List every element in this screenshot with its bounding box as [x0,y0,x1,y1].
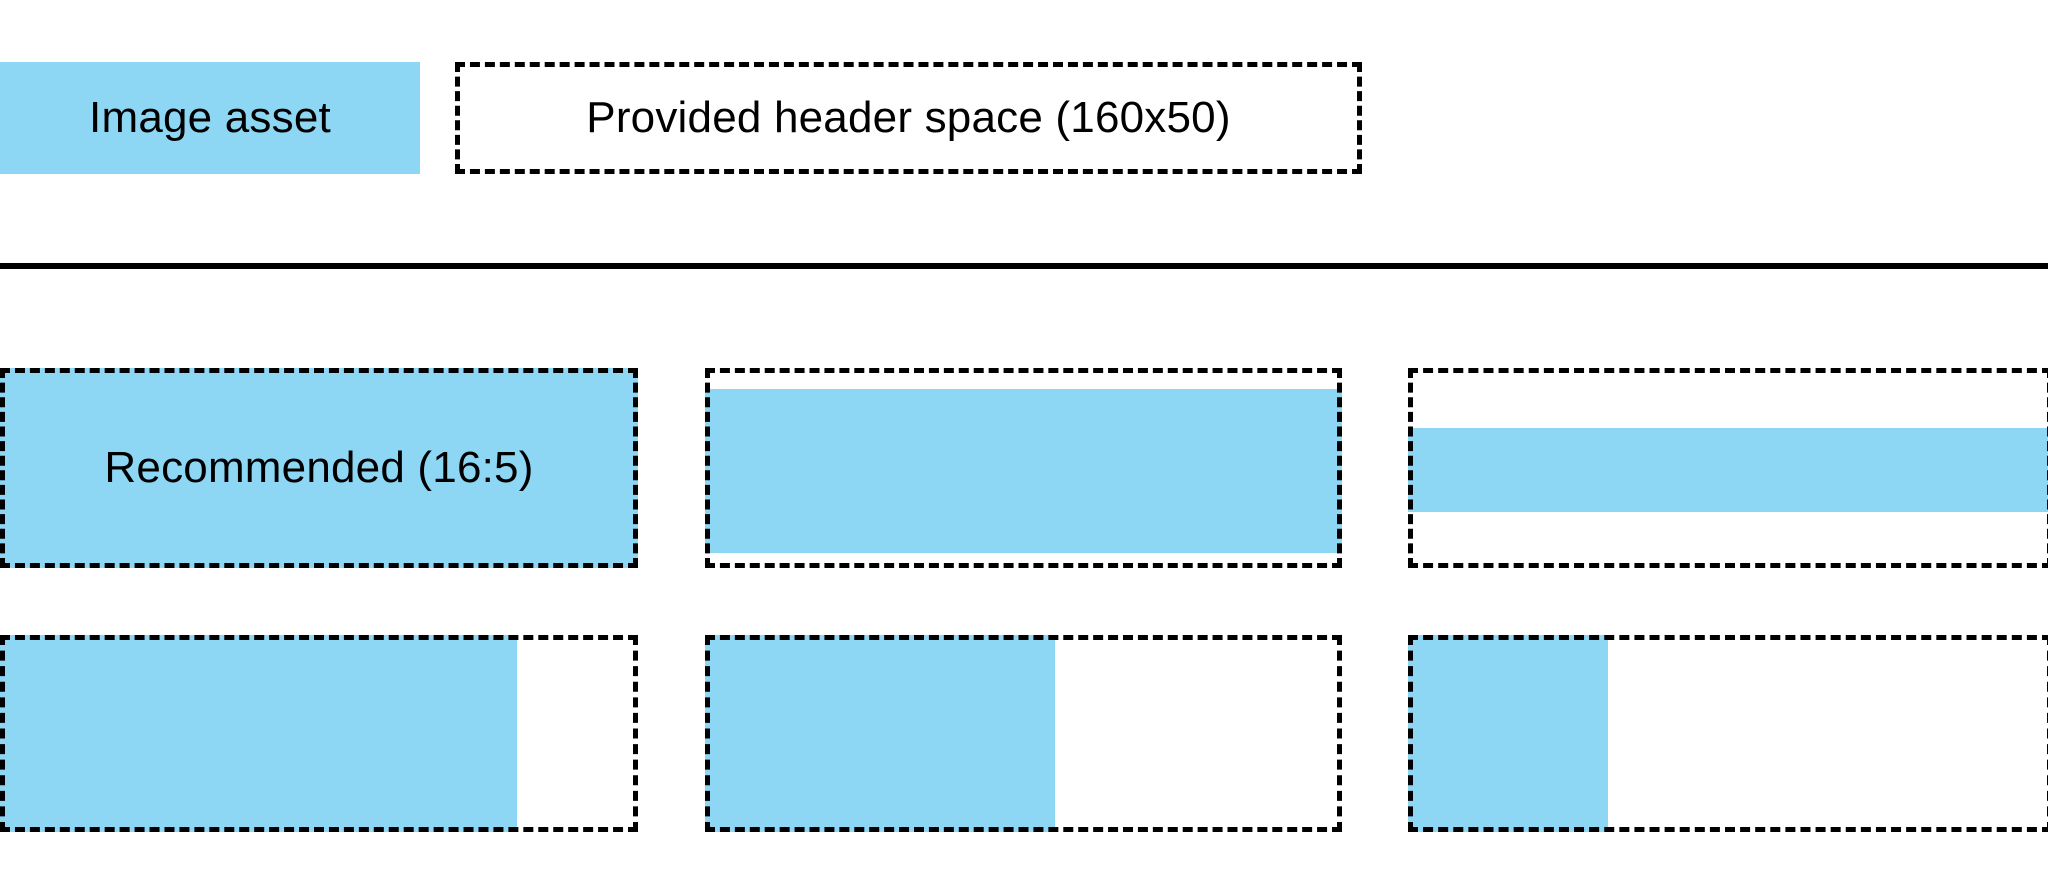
header-space-outline [1408,635,2048,832]
image-asset-fill [0,368,638,568]
example-narrow-31pct-width [1408,635,2048,832]
example-narrow-55pct-width [705,635,1342,832]
header-space-outline [1408,368,2048,568]
legend-header-space-box: Provided header space (160x50) [455,62,1362,174]
legend-image-asset-swatch: Image asset [0,62,420,174]
legend-header-space-label: Provided header space (160x50) [586,93,1231,142]
example-narrow-81pct-width [0,635,638,832]
recommended-label: Recommended (16:5) [104,443,534,492]
header-space-outline [0,635,638,832]
section-divider [0,263,2048,269]
image-asset-fill [705,635,1056,832]
image-asset-fill [1408,428,2048,512]
header-space-outline [0,368,638,568]
example-recommended-16-5: Recommended (16:5) [0,368,638,568]
example-wider-slight-letterbox [705,368,1342,568]
image-asset-fill [0,635,517,832]
header-space-outline [705,635,1342,832]
example-widest-strong-letterbox [1408,368,2048,568]
image-asset-fill [705,389,1342,553]
legend-image-asset-label: Image asset [89,93,331,142]
header-space-outline [705,368,1342,568]
image-asset-fill [1408,635,1608,832]
